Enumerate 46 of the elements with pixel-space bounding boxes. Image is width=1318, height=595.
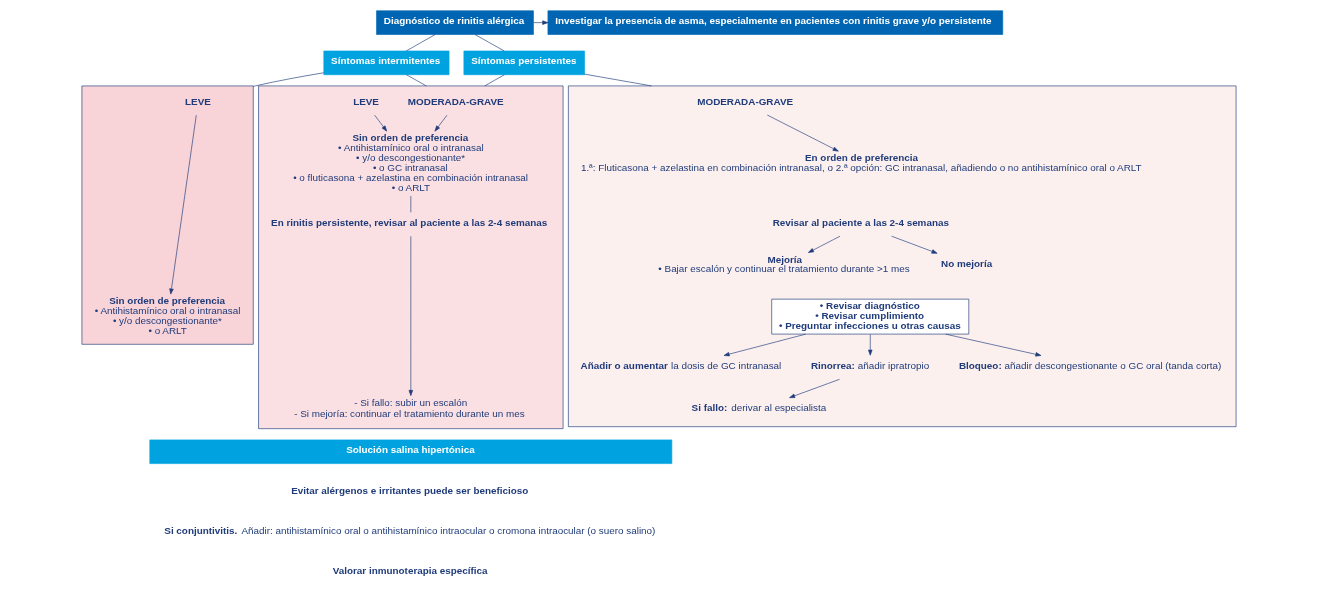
node-text: Sin orden de preferencia • Antihistamínico oral o intranasal • y/o descongestionante* • o ARLT [94,295,241,336]
arrow [533,20,549,25]
connector [252,72,325,87]
node-text: No mejoría [941,257,993,269]
node-box: Síntomas persistentes [463,50,585,76]
arrow [434,114,448,132]
node-text: LEVE [185,95,211,107]
connector [474,34,505,52]
arrow [723,333,806,357]
node-box: Diagnóstico de rinitis alérgica [376,10,534,35]
connector [406,74,427,87]
arrow [169,114,197,295]
node-text: MODERADA-GRAVE [407,95,504,107]
connector [484,74,505,87]
arrow [789,379,840,398]
label: Evitar alérgenos e irritantes puede ser beneficioso [291,484,529,496]
node-text: - Si fallo: subir un escalón - Si mejoría: continuar el tratamiento durante un mes [294,397,525,420]
node-text: MODERADA-GRAVE [697,95,794,107]
node-text: Revisar al paciente a las 2-4 semanas [772,216,949,228]
arrow [766,114,839,152]
cluster [258,85,564,429]
node-box: Solución salina hipertónica [149,439,673,464]
cluster [81,85,254,345]
arrow [945,333,1042,357]
node-box: Síntomas intermitentes [323,50,450,76]
node-text: Añadir o aumentar la dosis de GC intranasal [580,360,782,372]
arrow [891,235,938,254]
arrow [374,114,388,132]
node-box: Investigar la presencia de asma, especialmente en pacientes con rinitis grave y/o persistente [547,10,1004,35]
arrow [868,333,873,356]
node-text: Sin orden de preferencia • Antihistamínico oral o intranasal • y/o descongestionante* • o GC intranasal • o fluticasona + azelastina en combinación intranasal • o ARLT [293,132,529,193]
node-text: Bloqueo: añadir descongestionante o GC oral (tanda corta) [958,360,1222,372]
node-text: Mejoría • Bajar escalón y continuar el tratamiento durante >1 mes [658,253,910,275]
cluster [568,85,1237,427]
connector [405,34,436,52]
connector [584,73,652,87]
node-text: En rinitis persistente, revisar al paciente a las 2-4 semanas [271,216,548,228]
node-text: En orden de preferencia 1.ª: Fluticasona + azelastina en combinación intranasal, o 2.ª opción: GC intranasal, añadiendo o no antihistamínico oral o ARLT [580,152,1142,173]
node-box: • Revisar diagnóstico • Revisar cumplimiento • Preguntar infecciones u otras causas [771,298,970,335]
arrow [408,235,413,396]
node-text: Rinorrea: añadir ipratropio [810,360,930,372]
node-text: Si fallo: derivar al especialista [691,402,827,414]
arrow [808,235,841,253]
label: Valorar inmunoterapia específica [332,565,488,577]
node-text: LEVE [353,95,379,107]
label: Si conjuntivitis. Añadir: antihistamínico oral o antihistamínico intraocular o cromona intraocular (o suero salino) [164,524,656,536]
